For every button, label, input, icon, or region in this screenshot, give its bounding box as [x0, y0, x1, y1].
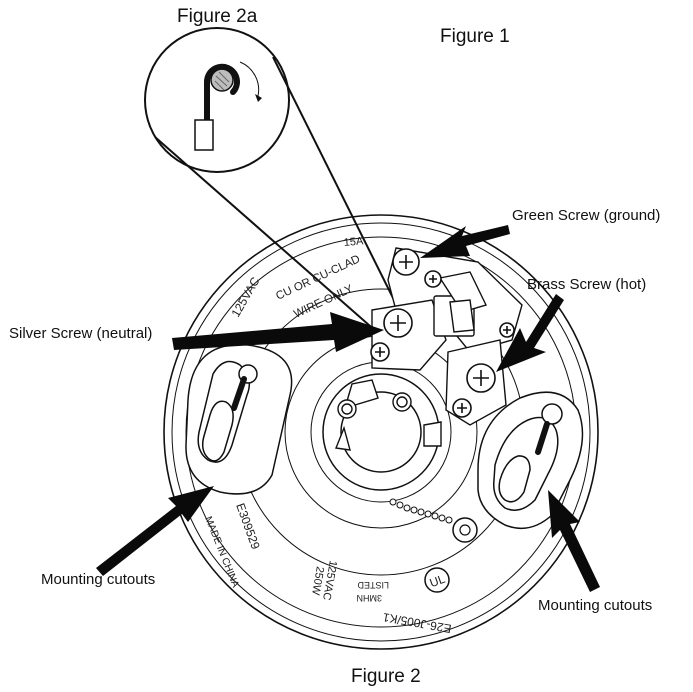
magnifier-detail	[144, 27, 395, 334]
green-screw-label: Green Screw (ground)	[512, 207, 661, 224]
left-mounting-plate	[185, 343, 293, 495]
svg-text:UL: UL	[428, 572, 448, 591]
mounting-cutouts-left-label: Mounting cutouts	[41, 571, 156, 588]
voltage-marking: 125VAC	[228, 274, 262, 319]
pull-chain	[389, 498, 478, 543]
arrow-icon	[96, 225, 600, 592]
canopy-base	[163, 214, 599, 650]
mounting-cutouts-right-label: Mounting cutouts	[538, 597, 653, 614]
amps-marking: 15A	[343, 235, 364, 249]
figure-1-label: Figure 1	[440, 26, 510, 47]
figure-2a-label: Figure 2a	[177, 6, 258, 27]
silver-screw-label: Silver Screw (neutral)	[9, 325, 153, 342]
wire-hook-icon	[194, 61, 262, 151]
cert-code-marking: E309529	[233, 501, 263, 551]
figure-2-label: Figure 2	[351, 666, 421, 687]
socket-center	[335, 379, 442, 451]
brass-screw-label: Brass Screw (hot)	[527, 276, 647, 293]
right-mounting-plate	[477, 391, 584, 530]
screw-icon	[370, 248, 515, 418]
listed-marking-2: 3MHN	[356, 593, 382, 603]
model-marking: E26-J005/K1	[381, 610, 452, 636]
ul-mark-icon: UL	[424, 567, 450, 593]
rating-watts-marking: 250W	[309, 565, 326, 596]
listed-marking-1: LISTED	[357, 580, 389, 590]
